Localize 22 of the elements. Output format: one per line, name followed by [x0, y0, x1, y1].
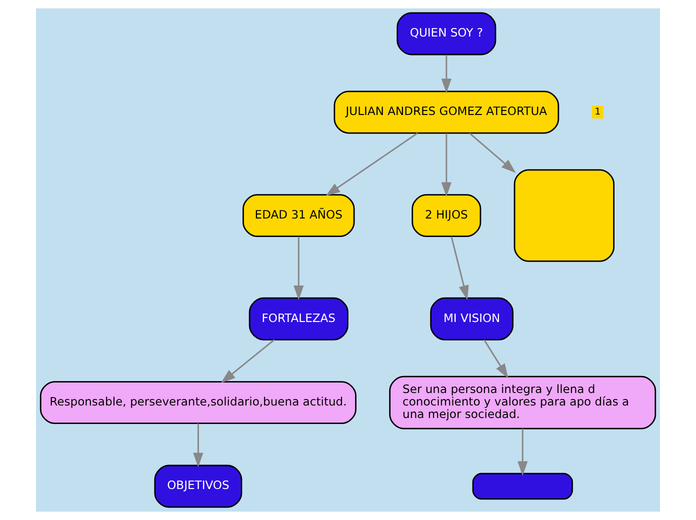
node-box: OBJETIVOS	[154, 464, 242, 508]
label: 1	[594, 106, 601, 118]
arrow	[441, 54, 452, 94]
node-box: Responsable, perseverante,solidario,buena actitud.	[40, 381, 356, 424]
arrow	[483, 339, 508, 378]
node-box: MI VISION	[430, 297, 514, 340]
arrow	[518, 428, 528, 476]
node-box: EDAD 31 AÑOS	[242, 194, 355, 238]
node-box: QUIEN SOY ?	[396, 12, 496, 56]
node-box: Ser una persona integra y llena d conocimiento y valores para apo días a una mejor sociedad.	[389, 376, 656, 430]
arrow	[469, 132, 516, 173]
node-box: FORTALEZAS	[248, 297, 348, 340]
arrow	[441, 133, 452, 197]
node-box: JULIAN ANDRES GOMEZ ATEORTUA	[334, 90, 560, 134]
node-box	[514, 169, 615, 262]
arrow	[193, 423, 204, 468]
node-box: 2 HIJOS	[412, 194, 482, 238]
arrow	[294, 236, 304, 300]
arrow	[450, 236, 469, 300]
arrow	[326, 132, 418, 196]
arrow	[220, 339, 275, 384]
node-box	[472, 472, 573, 500]
